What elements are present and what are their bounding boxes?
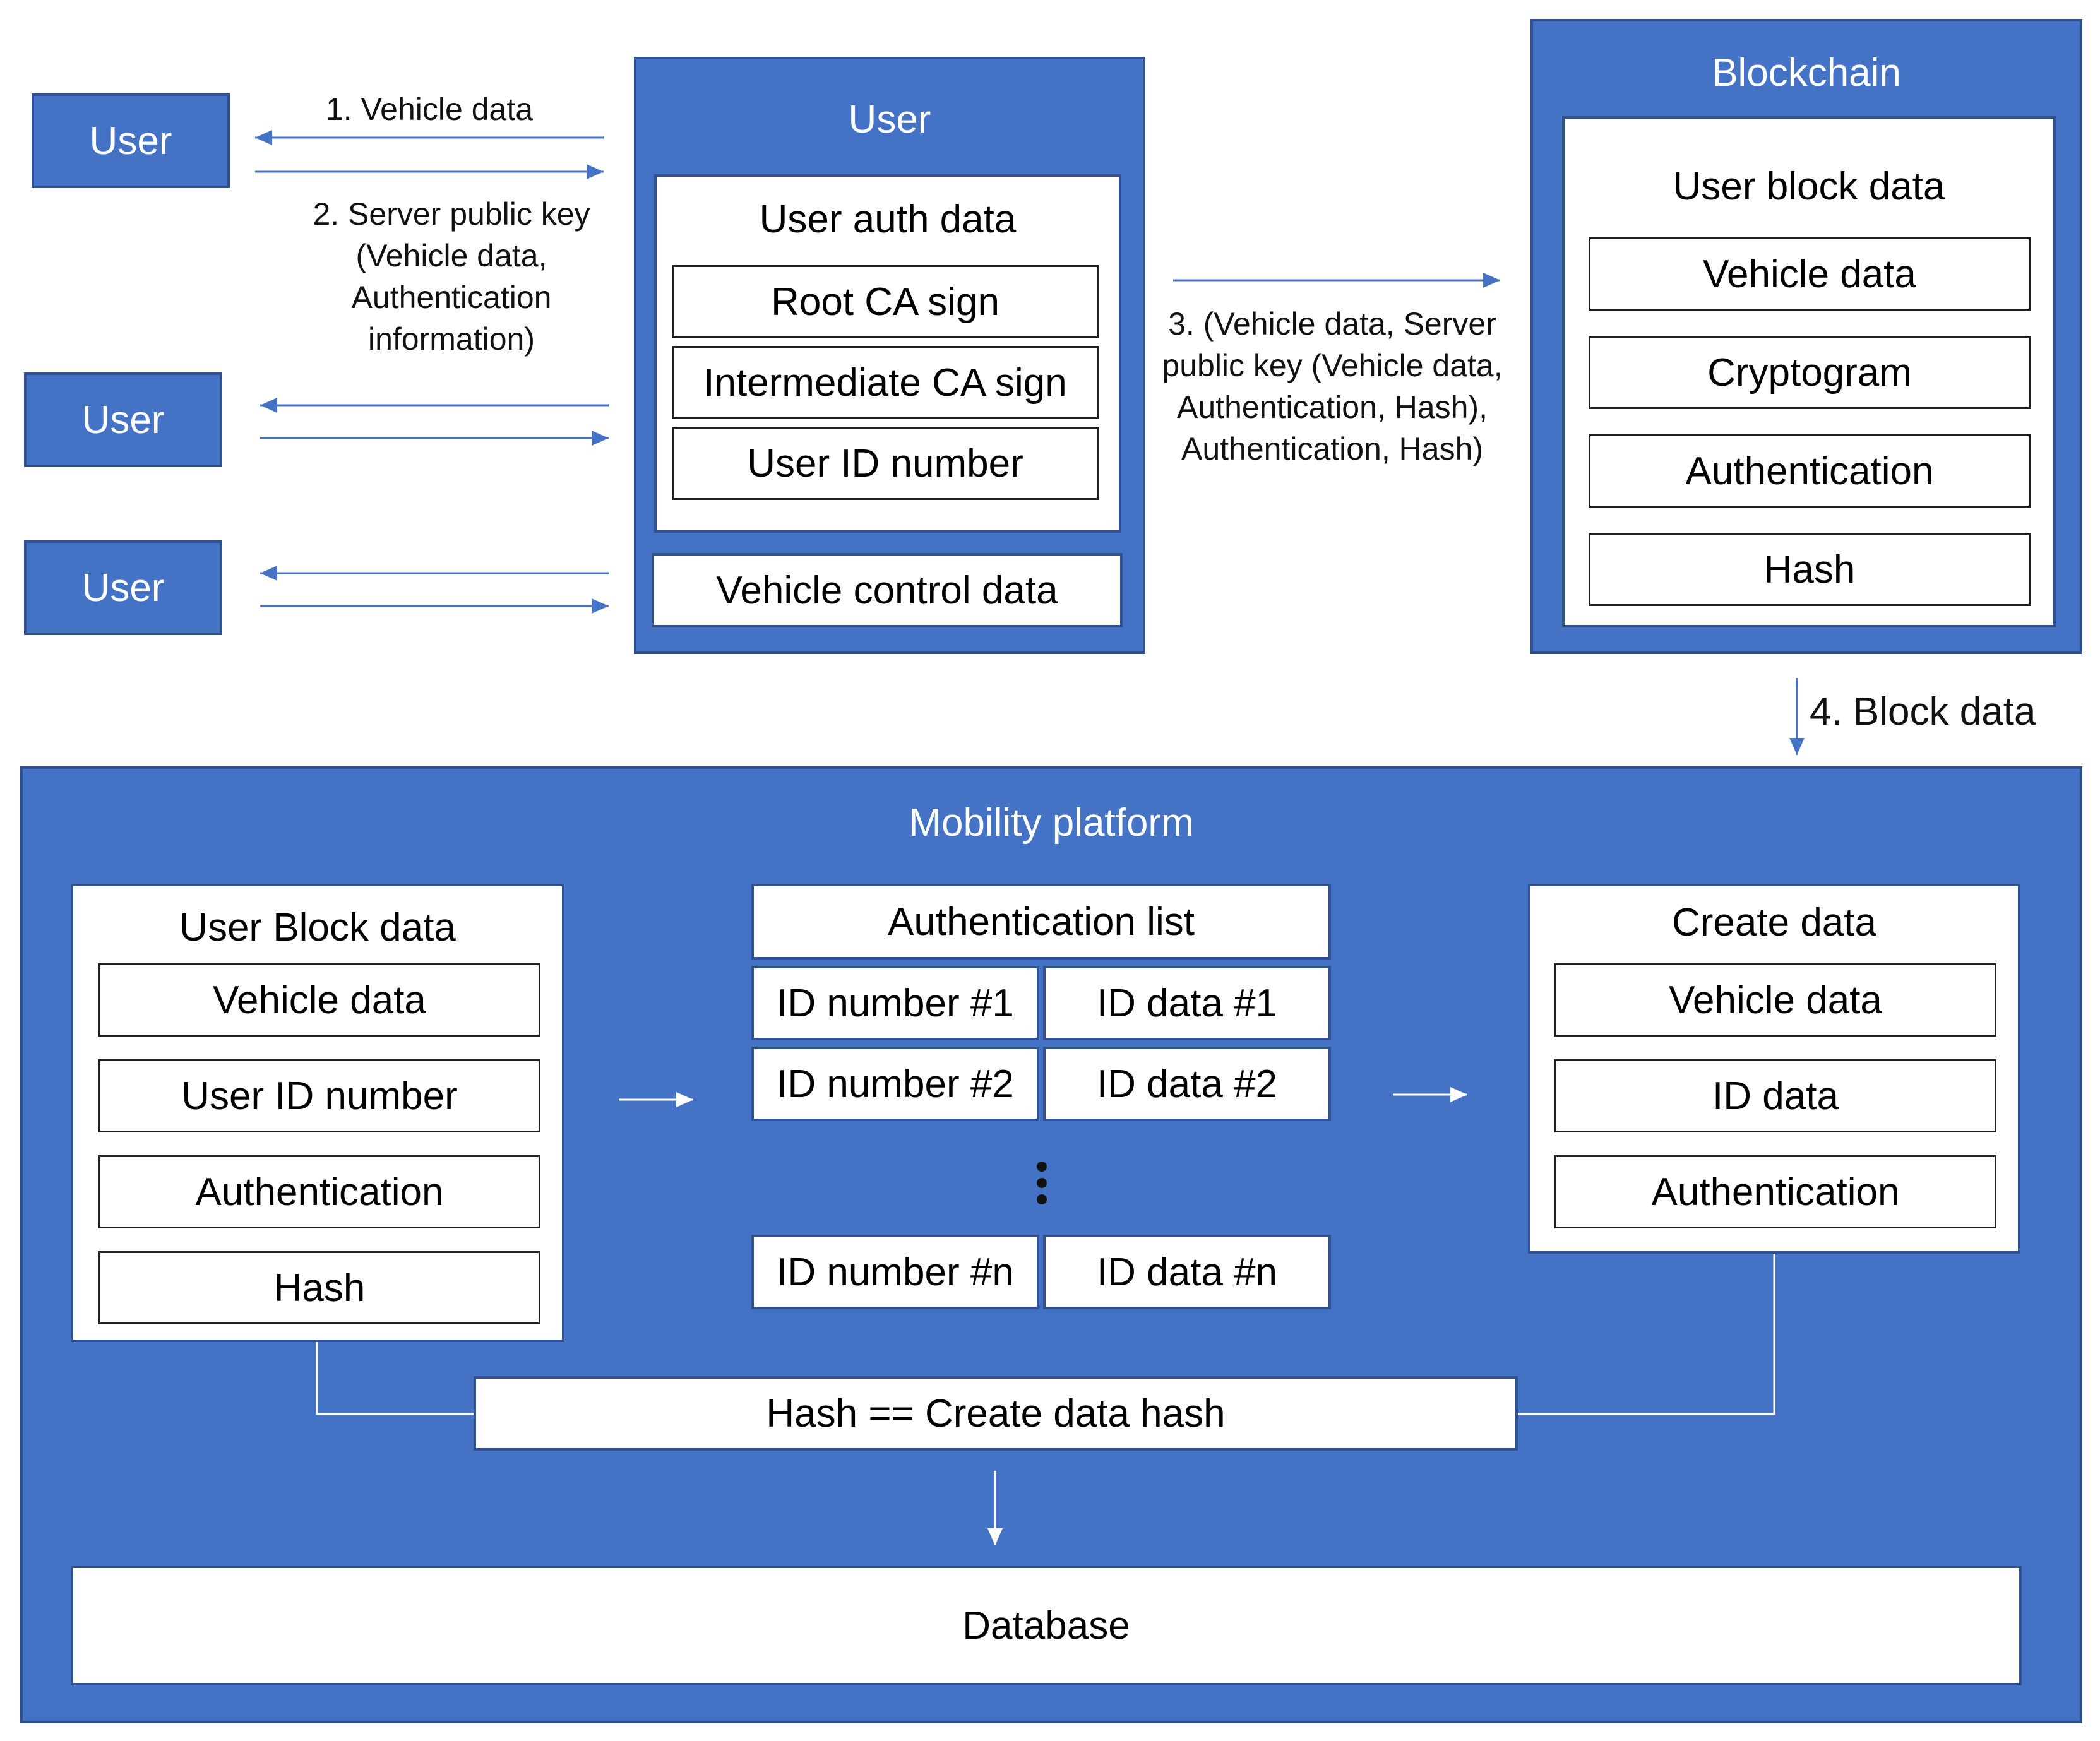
cd-id-data-field: ID data [1554, 1059, 1996, 1132]
bc-authentication-label: Authentication [1685, 449, 1934, 493]
ellipsis-dot-1 [1037, 1162, 1047, 1172]
user-block-data-title: User block data [1673, 165, 1945, 208]
user-auth-data-title: User auth data [759, 198, 1017, 241]
authentication-list-title: Authentication list [888, 900, 1195, 944]
database-label: Database [962, 1603, 1130, 1648]
bc-cryptogram-field: Cryptogram [1589, 336, 2031, 409]
bc-authentication-field: Authentication [1589, 434, 2031, 508]
step4-label: 4. Block data [1810, 690, 2036, 734]
pub-authentication-field: Authentication [98, 1155, 540, 1228]
platform-user-block-title: User Block data [179, 906, 456, 949]
pub-vehicle-data-label: Vehicle data [213, 978, 426, 1022]
auth-id-data-2-label: ID data #2 [1096, 1062, 1278, 1106]
cd-id-data-label: ID data [1712, 1074, 1839, 1118]
bc-hash-label: Hash [1763, 547, 1856, 591]
user-id-number-label: User ID number [747, 441, 1023, 485]
ellipsis-dot-3 [1037, 1194, 1047, 1204]
pub-authentication-label: Authentication [195, 1170, 444, 1214]
vehicle-control-data-box: Vehicle control data [652, 553, 1123, 627]
user-node-1: User [32, 93, 230, 188]
auth-id-number-1: ID number #1 [751, 966, 1039, 1040]
create-data-title: Create data [1672, 901, 1876, 944]
cd-vehicle-data-label: Vehicle data [1669, 978, 1882, 1022]
cd-authentication-field: Authentication [1554, 1155, 1996, 1228]
cd-authentication-label: Authentication [1651, 1170, 1900, 1214]
bc-cryptogram-label: Cryptogram [1707, 350, 1912, 395]
user-node-2-label: User [81, 398, 165, 442]
pub-user-id-number-label: User ID number [181, 1074, 458, 1118]
cd-vehicle-data-field: Vehicle data [1554, 963, 1996, 1037]
auth-id-data-1: ID data #1 [1043, 966, 1331, 1040]
server-user-title: User [848, 98, 931, 141]
user-node-3: User [24, 540, 222, 635]
pub-vehicle-data-field: Vehicle data [98, 963, 540, 1037]
step2-label: 2. Server public key (Vehicle data, Auth… [313, 196, 590, 357]
step1-label: 1. Vehicle data [325, 92, 534, 127]
database-box: Database [71, 1566, 2022, 1685]
root-ca-sign-field: Root CA sign [672, 265, 1099, 338]
auth-id-number-2: ID number #2 [751, 1047, 1039, 1121]
root-ca-sign-label: Root CA sign [771, 280, 999, 324]
hash-check-label: Hash == Create data hash [766, 1391, 1226, 1435]
pub-hash-label: Hash [273, 1266, 366, 1310]
ellipsis-dot-2 [1037, 1178, 1047, 1188]
auth-id-data-n-label: ID data #n [1096, 1250, 1278, 1294]
pub-hash-field: Hash [98, 1251, 540, 1324]
blockchain-title: Blockchain [1712, 51, 1901, 95]
auth-id-number-2-label: ID number #2 [777, 1062, 1014, 1106]
user-node-3-label: User [81, 566, 165, 610]
auth-id-data-2: ID data #2 [1043, 1047, 1331, 1121]
auth-id-data-1-label: ID data #1 [1096, 981, 1278, 1025]
intermediate-ca-sign-label: Intermediate CA sign [703, 360, 1067, 405]
auth-id-number-1-label: ID number #1 [777, 981, 1014, 1025]
mobility-platform-title: Mobility platform [909, 801, 1194, 845]
auth-id-data-n: ID data #n [1043, 1235, 1331, 1309]
user-node-2: User [24, 372, 222, 467]
authentication-list-header: Authentication list [751, 884, 1331, 960]
user-node-1-label: User [89, 119, 172, 163]
bc-vehicle-data-label: Vehicle data [1703, 252, 1916, 296]
auth-id-number-n-label: ID number #n [777, 1250, 1014, 1294]
step3-label: 3. (Vehicle data, Server public key (Veh… [1162, 306, 1503, 466]
bc-hash-field: Hash [1589, 533, 2031, 606]
hash-check-box: Hash == Create data hash [474, 1376, 1518, 1451]
bc-vehicle-data-field: Vehicle data [1589, 237, 2031, 311]
auth-id-number-n: ID number #n [751, 1235, 1039, 1309]
user-id-number-field: User ID number [672, 427, 1099, 500]
intermediate-ca-sign-field: Intermediate CA sign [672, 346, 1099, 419]
vehicle-control-data-label: Vehicle control data [716, 568, 1058, 612]
pub-user-id-number-field: User ID number [98, 1059, 540, 1132]
